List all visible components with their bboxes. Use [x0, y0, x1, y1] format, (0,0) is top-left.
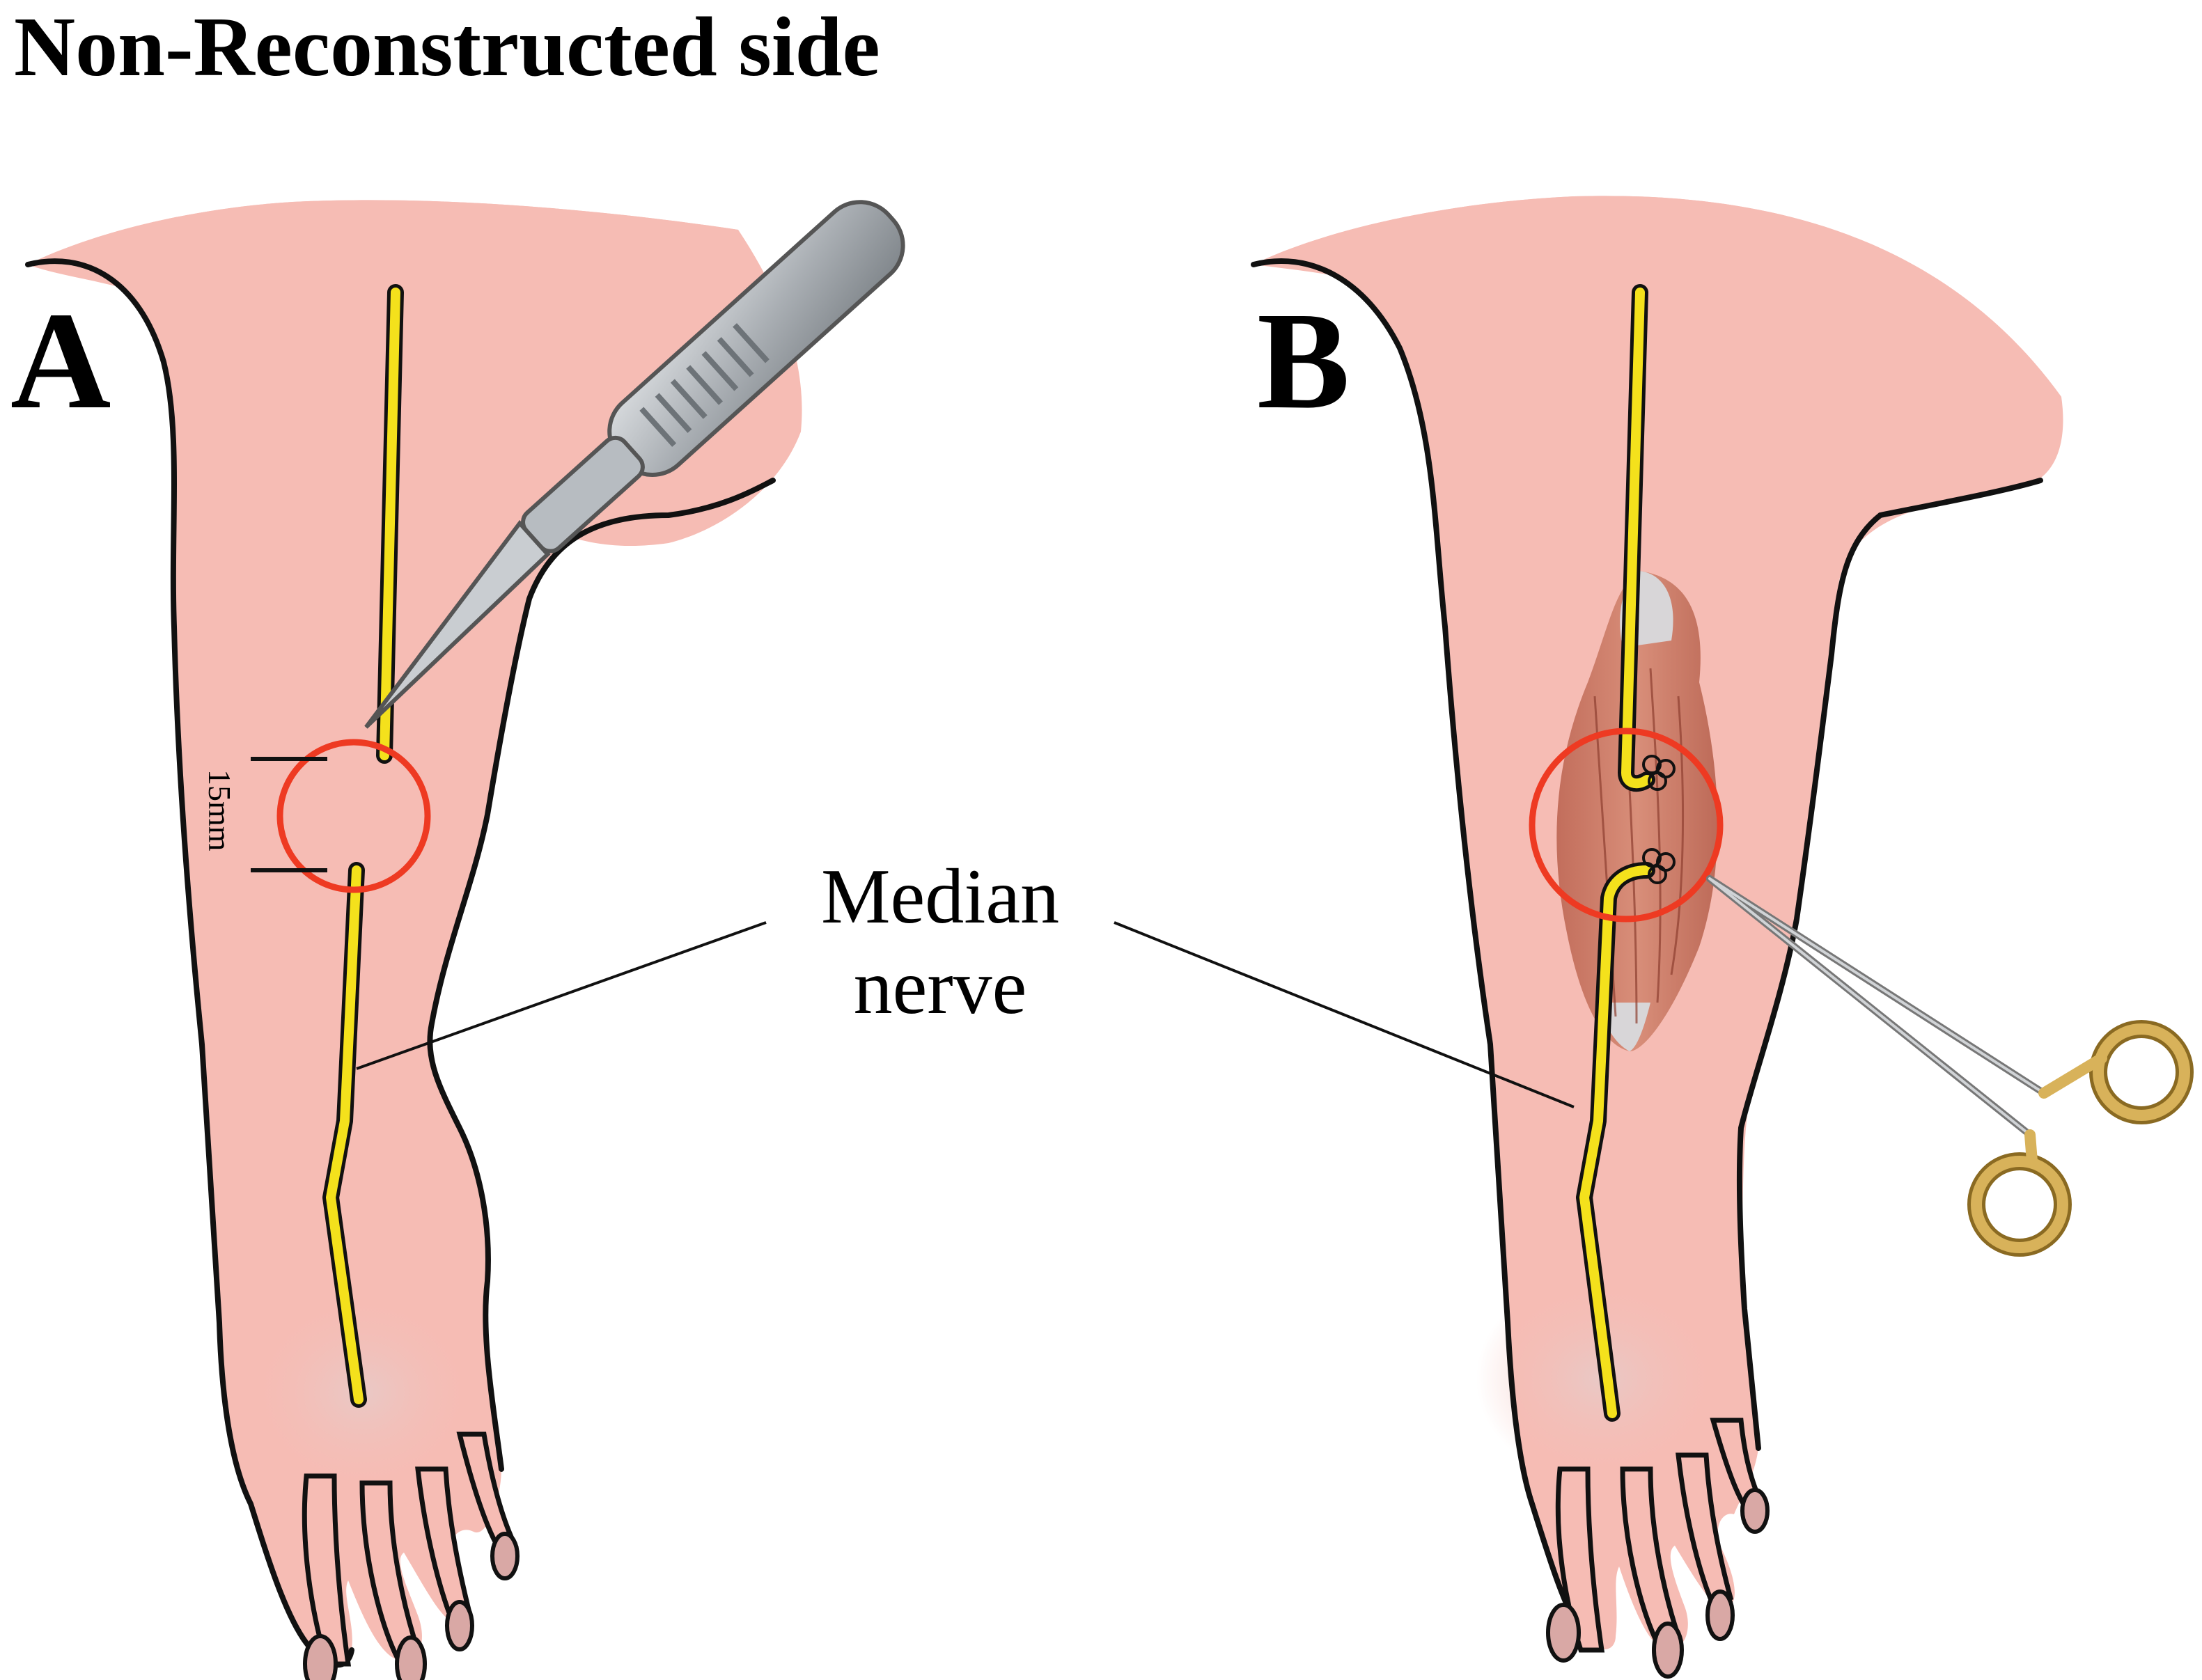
- median-nerve-a: [322, 284, 404, 1408]
- forelimb-outline: [28, 200, 773, 1665]
- gap-measurement-label: 15mm: [202, 769, 237, 851]
- repair-circle-b: [1529, 728, 1724, 923]
- panel-b: [1251, 196, 2194, 1679]
- toes-b: [1555, 1418, 1765, 1653]
- measurement-bracket: [251, 757, 327, 872]
- needle-holder-icon: [1706, 875, 2194, 1257]
- median-nerve-b: [1576, 284, 1655, 1422]
- forelimb-left-edge: [25, 258, 354, 1668]
- panel-label-a: A: [10, 284, 111, 438]
- claws: [303, 1532, 520, 1680]
- forelimb-right-edge-b: [1736, 478, 2043, 1451]
- excision-circle-a: [276, 739, 431, 893]
- forelimb-right-edge: [427, 478, 776, 1472]
- callout-median: Median: [821, 854, 1059, 940]
- figure-title: Non-Reconstructed side: [14, 0, 880, 94]
- claws-b: [1546, 1488, 1770, 1679]
- suture-knot-icon: [1642, 755, 1676, 884]
- scalpel-icon: [364, 200, 905, 729]
- forelimb-left-edge-b: [1251, 258, 1587, 1639]
- callout-leader-lines: [356, 921, 1575, 1108]
- panel-label-b: B: [1257, 284, 1350, 438]
- callout-nerve: nerve: [854, 944, 1027, 1030]
- panel-a: 15mm: [25, 200, 905, 1680]
